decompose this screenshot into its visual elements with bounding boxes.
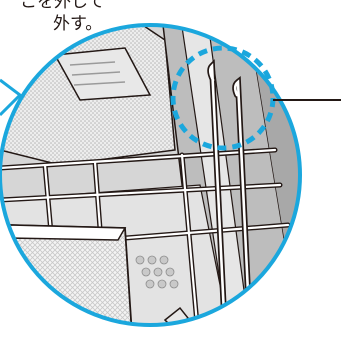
filter-cover	[53, 47, 152, 101]
tine-highlights	[208, 63, 252, 325]
floor-holes	[135, 255, 179, 289]
highlight-ring-icon	[170, 45, 276, 151]
cover-ribs	[69, 61, 126, 86]
caption-line-1: こを外して	[20, 0, 105, 12]
zoom-circle-outline	[0, 23, 302, 327]
callout-pointer-left	[0, 78, 23, 117]
caption-line-2: 外す。	[53, 14, 103, 34]
basket-rim	[7, 224, 127, 241]
